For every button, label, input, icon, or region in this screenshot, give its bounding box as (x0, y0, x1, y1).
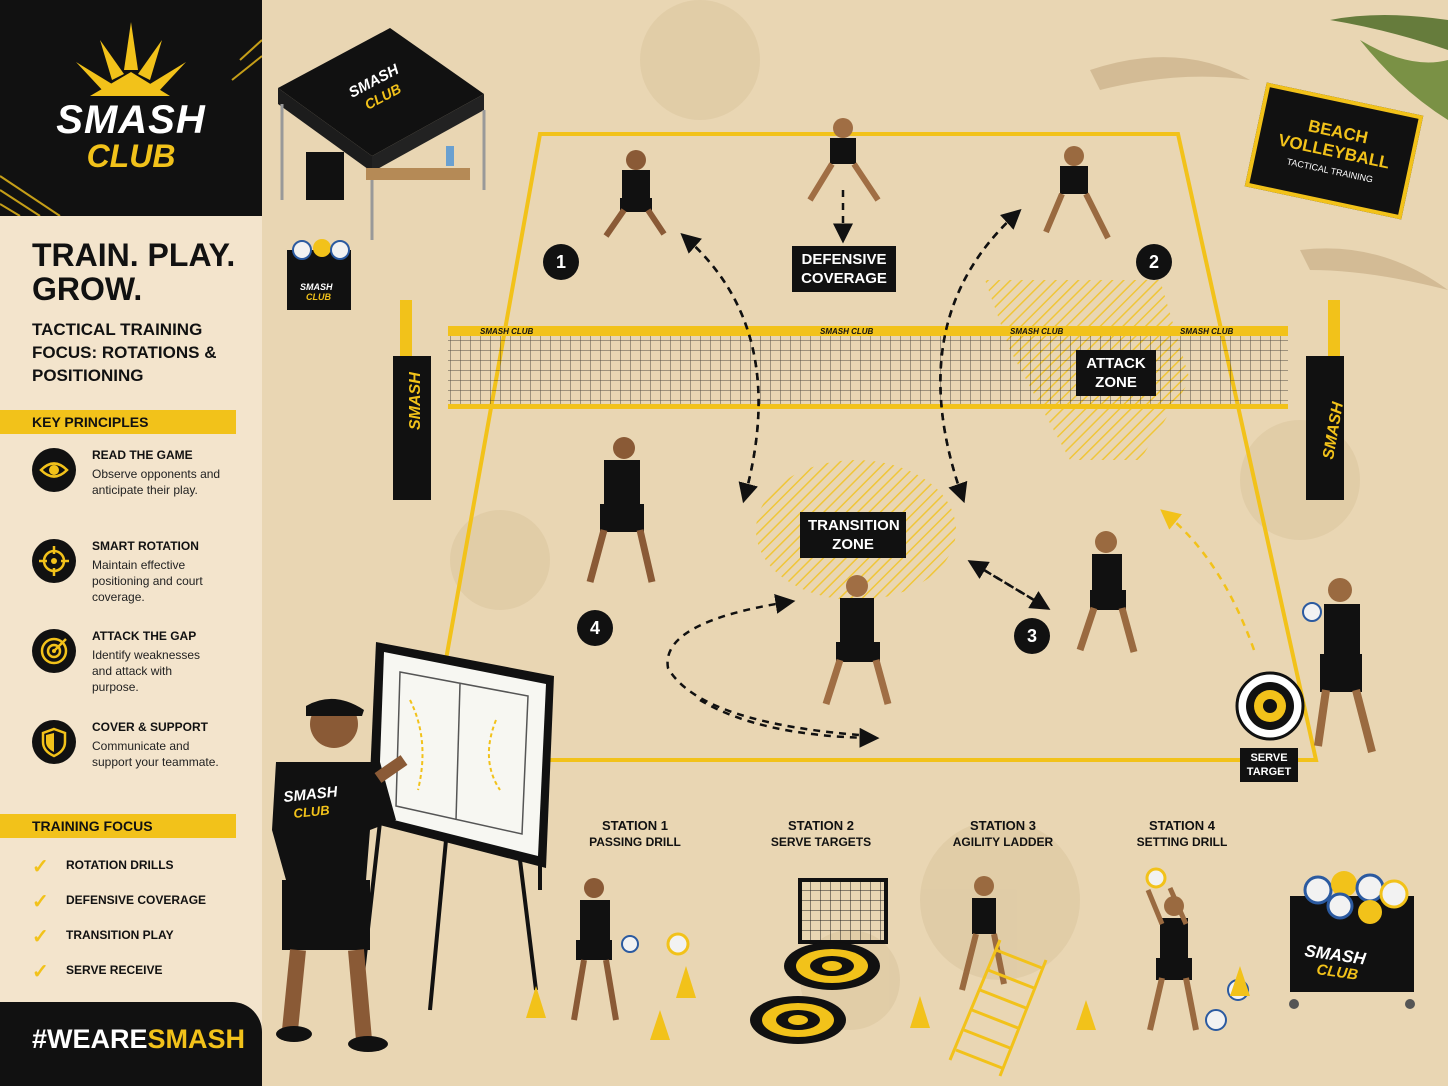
coach-shirt-text-line1: SMASH (283, 783, 340, 806)
net-band-text: SMASH CLUB (480, 327, 534, 336)
label-line: DEFENSIVE (801, 251, 887, 268)
logo-burst-icon (0, 22, 262, 216)
player-front-right (1076, 531, 1138, 653)
player-front-left (586, 437, 656, 583)
net-band-text: SMASH CLUB (1010, 327, 1064, 336)
position-4-marker: 4 (577, 610, 613, 646)
player-back-right (1043, 146, 1111, 240)
station-3-label: STATION 3 AGILITY LADDER (928, 817, 1078, 851)
label-line: TARGET (1246, 766, 1292, 778)
cart-right-text-line2: CLUB (1315, 961, 1359, 984)
logo-panel: SMASH CLUB (0, 0, 262, 216)
station-subtitle: PASSING DRILL (589, 835, 681, 849)
station-subtitle: SERVE TARGETS (770, 835, 872, 849)
headline: TRAIN. PLAY. GROW. (32, 237, 236, 307)
label-line: TRANSITION (808, 517, 900, 534)
principle-title: SMART ROTATION (92, 539, 199, 553)
net-band-text: SMASH CLUB (820, 327, 874, 336)
focus-item-label: DEFENSIVE COVERAGE (66, 893, 207, 907)
player-figures (586, 118, 1376, 753)
principle-title: ATTACK THE GAP (92, 629, 197, 643)
attack-zone-label: ATTACK ZONE (1076, 350, 1156, 396)
transition-zone-label: TRANSITION ZONE (800, 512, 906, 558)
station-title: STATION 1 (602, 818, 668, 833)
crosshair-icon (32, 539, 76, 583)
net-band-text: SMASH CLUB (1180, 327, 1234, 336)
hashtag-prefix: #WEARE (32, 1024, 148, 1054)
subhead: TACTICAL TRAINING FOCUS: ROTATIONS & POS… (32, 320, 217, 385)
station-2-label: STATION 2 SERVE TARGETS (746, 817, 896, 851)
label-line: ATTACK (1086, 355, 1146, 372)
principle-desc: Communicate and support your teammate. (92, 739, 219, 769)
station-4-label: STATION 4 SETTING DRILL (1107, 817, 1257, 851)
tactics-whiteboard (358, 642, 554, 1011)
serve-arrow (1160, 509, 1256, 651)
coach-figure: SMASH CLUB (272, 698, 408, 1052)
focus-item: ✓ DEFENSIVE COVERAGE (32, 891, 242, 913)
checkmark-icon: ✓ (32, 961, 49, 983)
label-line: ZONE (1095, 374, 1137, 391)
label-line: ZONE (832, 536, 874, 553)
focus-item: ✓ ROTATION DRILLS (32, 856, 242, 878)
shield-icon (32, 720, 76, 764)
label-line: SERVE (1250, 752, 1288, 764)
hashtag-suffix: SMASH (147, 1024, 246, 1054)
canopy-tent: SMASH CLUB (278, 28, 486, 240)
palm-tree-icon (1330, 0, 1448, 120)
station-1-label: STATION 1 PASSING DRILL (560, 817, 710, 851)
training-focus-header: TRAINING FOCUS (0, 814, 236, 838)
station-title: STATION 2 (788, 818, 854, 833)
principle-desc: Identify weaknesses and attack with purp… (92, 648, 201, 694)
hashtag-panel (0, 1002, 262, 1086)
position-2-marker: 2 (1136, 244, 1172, 280)
defensive-coverage-label: DEFENSIVE COVERAGE (792, 246, 896, 292)
station-3-ladder (910, 876, 1096, 1077)
principle-title: COVER & SUPPORT (92, 720, 209, 734)
station-subtitle: AGILITY LADDER (952, 835, 1054, 849)
cart-text-line1: SMASH (300, 282, 333, 292)
serve-target-label: SERVE TARGET (1240, 748, 1298, 782)
focus-item-label: TRANSITION PLAY (66, 928, 174, 942)
focus-item-label: ROTATION DRILLS (66, 858, 174, 872)
key-principles-title: KEY PRINCIPLES (32, 414, 149, 430)
station-2-targets (750, 878, 888, 1044)
movement-arrows (666, 190, 1051, 748)
station-title: STATION 4 (1149, 818, 1215, 833)
pole-pad-text-left: SMASH (407, 372, 424, 430)
ball-cart-left: SMASH CLUB (287, 239, 351, 310)
label-line: COVERAGE (801, 270, 887, 287)
position-3-marker: 3 (1014, 618, 1050, 654)
brand-name-line1: SMASH (56, 98, 206, 142)
principle-desc: Observe opponents and anticipate their p… (92, 467, 221, 497)
player-back-center (807, 118, 881, 202)
principle-title: READ THE GAME (92, 448, 193, 462)
player-front-center (822, 575, 892, 706)
serve-target (1235, 671, 1305, 741)
station-subtitle: SETTING DRILL (1136, 835, 1228, 849)
cart-text-line2: CLUB (306, 292, 331, 302)
server-player (1302, 578, 1376, 753)
checkmark-icon: ✓ (32, 856, 49, 878)
principle-desc: Maintain effective positioning and court… (92, 558, 203, 604)
focus-item: ✓ SERVE RECEIVE (32, 961, 242, 983)
court-lines (425, 132, 1319, 762)
key-principles-header: KEY PRINCIPLES (0, 410, 236, 434)
coach-shirt-text-line2: CLUB (293, 802, 330, 821)
checkmark-icon: ✓ (32, 926, 49, 948)
focus-item-label: SERVE RECEIVE (66, 963, 163, 977)
station-1-drill (526, 878, 696, 1040)
station-4-setting (1145, 867, 1250, 1031)
checkmark-icon: ✓ (32, 891, 49, 913)
station-title: STATION 3 (970, 818, 1036, 833)
ball-cart-right: SMASH CLUB (1289, 871, 1415, 1009)
player-back-left (603, 150, 667, 238)
eye-icon (32, 448, 76, 492)
brand-name-line2: CLUB (86, 138, 176, 174)
target-icon (32, 629, 76, 673)
sidebar: SMASH CLUB TRAIN. PLAY. GROW. TACTICAL T… (0, 0, 262, 1086)
focus-item: ✓ TRANSITION PLAY (32, 926, 242, 948)
training-focus-title: TRAINING FOCUS (32, 818, 153, 834)
hashtag: #WEARESMASH (32, 1024, 245, 1055)
position-1-marker: 1 (543, 244, 579, 280)
